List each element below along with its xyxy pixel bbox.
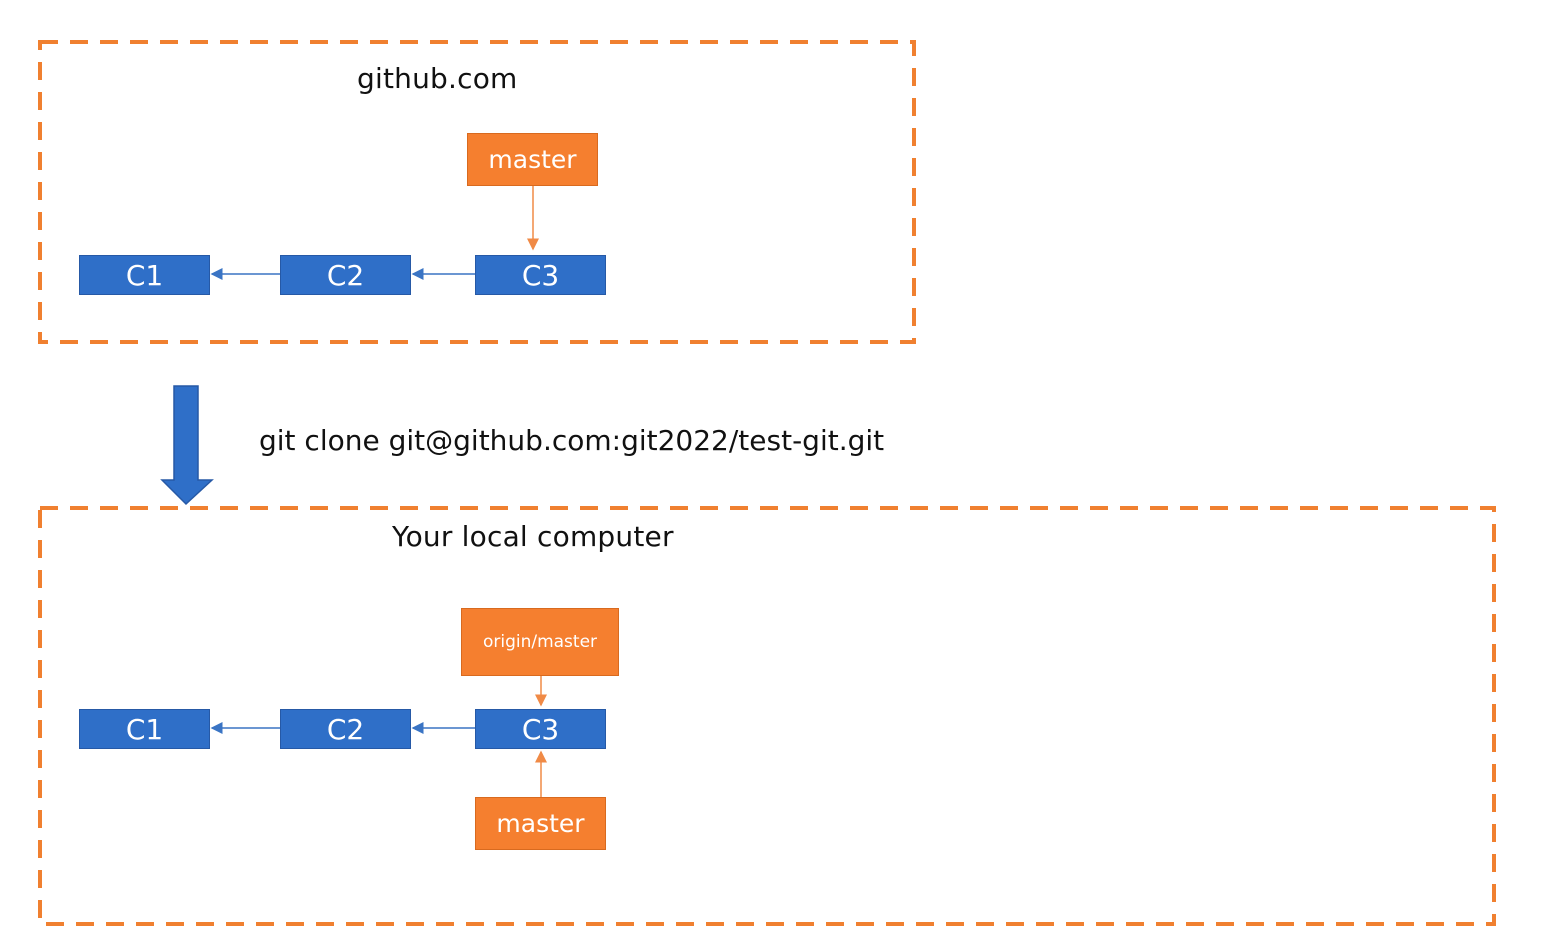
- local-origin-master-label: origin/master: [482, 632, 598, 652]
- local-commit-c1: C1: [79, 709, 210, 749]
- remote-commit-c1: C1: [79, 255, 210, 295]
- local-region-dashed-border: [38, 506, 1496, 926]
- local-origin-master-branch: origin/master: [461, 608, 619, 676]
- local-commit-c3-label: C3: [521, 712, 560, 746]
- local-commit-c3: C3: [475, 709, 606, 749]
- remote-master-branch-label: master: [488, 145, 577, 174]
- clone-command-text: git clone git@github.com:git2022/test-gi…: [259, 424, 885, 457]
- remote-commit-c2-label: C2: [326, 258, 365, 292]
- remote-commit-c3-label: C3: [521, 258, 560, 292]
- local-master-branch: master: [475, 797, 606, 850]
- remote-commit-c2: C2: [280, 255, 411, 295]
- remote-master-branch: master: [467, 133, 598, 186]
- remote-region-dashed-border: [38, 40, 916, 344]
- remote-commit-c1-label: C1: [125, 258, 164, 292]
- remote-repository-region: [38, 40, 916, 344]
- local-commit-c1-label: C1: [125, 712, 164, 746]
- local-commit-c2: C2: [280, 709, 411, 749]
- remote-commit-c3: C3: [475, 255, 606, 295]
- down-arrow-icon: [160, 385, 214, 506]
- local-repository-region: [38, 506, 1496, 926]
- local-region-title: Your local computer: [392, 520, 674, 553]
- local-commit-c2-label: C2: [326, 712, 365, 746]
- remote-region-title: github.com: [357, 62, 518, 95]
- local-master-branch-label: master: [496, 809, 585, 838]
